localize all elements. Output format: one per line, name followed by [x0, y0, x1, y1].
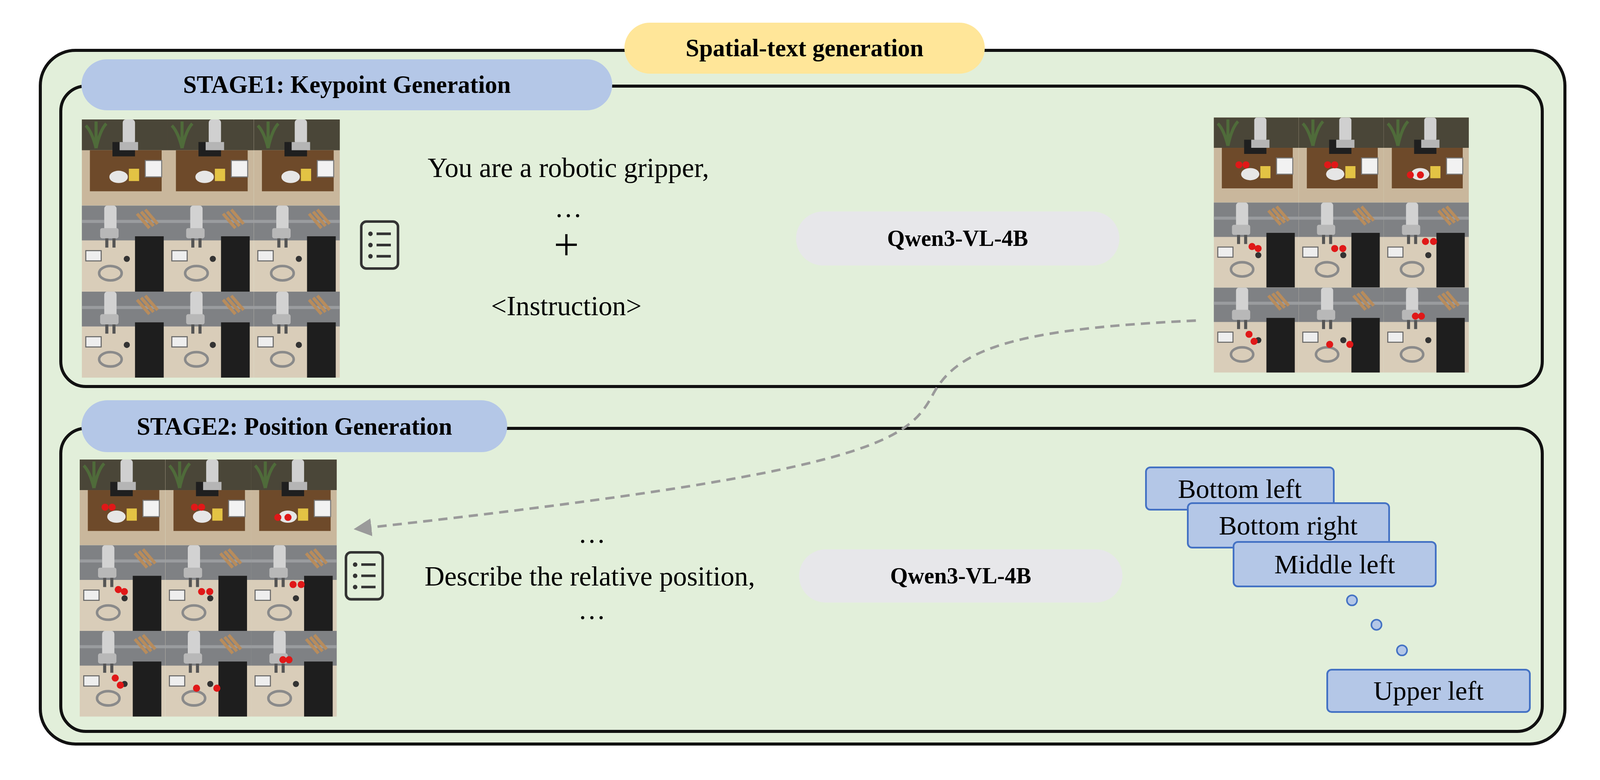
model-name: Qwen3-VL-4B [799, 549, 1123, 603]
model-name: Qwen3-VL-4B [796, 211, 1120, 266]
prompt-text: <Instruction> [491, 292, 642, 320]
section-heading: STAGE1: Keypoint Generation [81, 59, 613, 111]
position-text: Bottom right [1188, 503, 1389, 546]
stage-frame: STAGE2: Position GenerationQwen3-VL-4BBo… [59, 426, 1544, 733]
ellipsis: … [578, 596, 606, 624]
model-pill: Qwen3-VL-4B [799, 549, 1123, 603]
prompt-text: Describe the relative position, [424, 562, 755, 591]
section-heading: Spatial-text generation [624, 22, 985, 74]
prompt-text: You are a robotic gripper, [427, 154, 709, 183]
plus-sign: + [553, 222, 580, 268]
position-tag: Middle left [1232, 540, 1437, 587]
ellipsis: … [578, 519, 606, 548]
stage-frame: STAGE1: Keypoint GenerationQwen3-VL-4B [59, 84, 1544, 388]
section-heading: STAGE2: Position Generation [81, 400, 508, 452]
position-tag: Upper left [1326, 668, 1531, 713]
outer-frame: Spatial-text generationSTAGE1: Keypoint … [38, 48, 1567, 745]
ellipsis: … [554, 194, 583, 222]
position-text: Middle left [1234, 542, 1435, 585]
position-text: Upper left [1328, 670, 1529, 711]
model-pill: Qwen3-VL-4B [796, 211, 1120, 266]
